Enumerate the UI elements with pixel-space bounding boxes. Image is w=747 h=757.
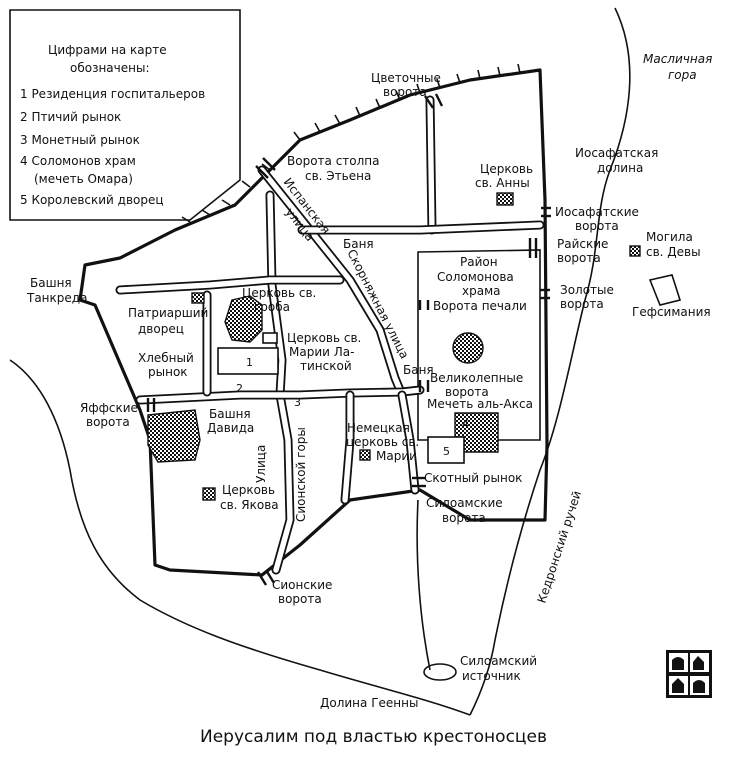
label-solomon-district-2: Соломонова [437,270,514,284]
map-number-1: 1 [246,356,253,369]
label-st-james-1: Церковь [222,483,275,497]
legend-item-3: 3 Монетный рынок [20,133,140,147]
label-patriarch-palace-2: дворец [138,322,184,336]
legend-title-1: Цифрами на карте [48,43,167,57]
label-sorrow-gate: Ворота печали [433,299,527,313]
patriarch-palace-building [191,292,205,304]
label-kidron-brook: Кедронский ручей [535,489,585,605]
siloam-spring-pool [423,663,457,681]
label-jehoshaphat-gate-1: Иосафатские [555,205,639,219]
legend-item-4b: (мечеть Омара) [34,172,133,186]
label-golden-gate-1: Золотые [560,283,614,297]
holy-sepulchre-building [224,295,263,343]
label-tomb-virgin-2: св. Девы [646,245,701,259]
map-number-4: 4 [462,418,469,431]
label-jehoshaphat-gate-2: ворота [575,219,619,233]
label-zion-street-1: Улица [254,445,268,483]
legend-item-5: 5 Королевский дворец [20,193,164,207]
label-jaffa-gate-1: Яффские [80,401,138,415]
label-holy-sepulchre-2: гроба [254,300,290,314]
label-flower-gate-2: ворота [383,85,427,99]
place-labels: Цветочные ворота Ворота столпа св. Этьен… [26,52,712,710]
label-bread-market-1: Хлебный [138,351,194,365]
label-solomon-district-3: храма [462,284,500,298]
streets [115,95,545,575]
st-anne-church-building [496,192,514,206]
hospitaller-residence [217,347,279,375]
label-st-anne-1: Церковь [480,162,533,176]
label-gethsemane: Гефсимания [632,305,711,319]
label-bath-2: Баня [403,363,434,377]
label-tancred-tower-1: Башня [30,276,72,290]
royal-palace-building [427,436,465,464]
label-paradise-gate-1: Райские [557,237,608,251]
label-german-church-1: Немецкая [347,421,410,435]
label-stephen-gate-2: св. Этьена [305,169,371,183]
label-german-church-2: церковь св. [346,435,419,449]
label-al-aqsa: Мечеть аль-Акса [427,397,533,411]
tomb-virgin-building [629,245,641,257]
label-jehoshaphat-valley-2: долина [597,161,643,175]
hinnom-valley-line [9,359,471,716]
jerusalem-map: Цифрами на карте обозначены: 1 Резиденци… [9,7,712,716]
label-zion-gate-1: Сионские [272,578,332,592]
legend-title-2: обозначены: [70,61,150,75]
label-mount-olives-2: гора [668,68,697,82]
label-siloam-spring-1: Силоамский [460,654,537,668]
label-zion-gate-2: ворота [278,592,322,606]
legend-item-1: 1 Резиденция госпитальеров [20,87,205,101]
crusader-emblem-icon [666,650,712,698]
label-st-mary-latin-3: тинской [300,359,352,373]
label-siloam-gate-1: Силоамские [426,496,503,510]
legend-item-4: 4 Соломонов храм [20,154,136,168]
label-st-mary-latin-2: Марии Ла- [289,345,354,359]
label-flower-gate-1: Цветочные [371,71,441,85]
wall-battlements [181,63,521,223]
map-caption: Иерусалим под властью крестоносцев [200,727,547,747]
label-siloam-spring-2: источник [462,669,521,683]
label-st-james-2: св. Якова [220,498,279,512]
label-jaffa-gate-2: ворота [86,415,130,429]
label-patriarch-palace-1: Патриарший [128,306,208,320]
label-beautiful-gate-2: ворота [445,385,489,399]
inner-valley-line [416,499,431,671]
label-david-tower-1: Башня [209,407,251,421]
label-paradise-gate-2: ворота [557,251,601,265]
label-golden-gate-2: ворота [560,297,604,311]
label-tomb-virgin-1: Могила [646,230,693,244]
st-james-church-building [202,487,216,501]
label-beautiful-gate-1: Великолепные [430,371,523,385]
legend-frame [9,9,241,221]
label-st-anne-2: св. Анны [475,176,530,190]
dome-of-rock [452,332,484,364]
legend: Цифрами на карте обозначены: 1 Резиденци… [20,43,205,207]
label-tancred-tower-2: Танкреда [26,291,87,305]
label-zion-street-2: Сионской горы [294,427,308,522]
label-german-church-3: Марии [376,449,417,463]
label-mount-olives-1: Масличная [643,52,712,66]
gethsemane-plot [648,274,682,306]
label-stephen-gate-1: Ворота столпа [287,154,380,168]
kidron-valley-line [469,7,631,716]
label-cattle-market: Скотный рынок [424,471,522,485]
label-solomon-district-1: Район [460,255,498,269]
map-number-5: 5 [443,445,450,458]
label-st-mary-latin-1: Церковь св. [287,331,361,345]
label-bread-market-2: рынок [148,365,188,379]
label-david-tower-2: Давида [207,421,254,435]
map-number-3: 3 [294,396,301,409]
gate-markers [146,93,551,586]
label-holy-sepulchre-1: Церковь св. [242,286,316,300]
map-number-2: 2 [236,382,243,395]
label-jehoshaphat-valley-1: Иосафатская [575,146,658,160]
legend-item-2: 2 Птичий рынок [20,110,121,124]
german-church-building [359,449,371,461]
temple-mount-enclosure [417,249,541,441]
holy-sepulchre-annex [262,332,278,344]
label-hinnom-valley: Долина Геенны [320,696,418,710]
label-siloam-gate-2: ворота [442,511,486,525]
label-bath-1: Баня [343,237,374,251]
david-tower-building [147,409,201,463]
